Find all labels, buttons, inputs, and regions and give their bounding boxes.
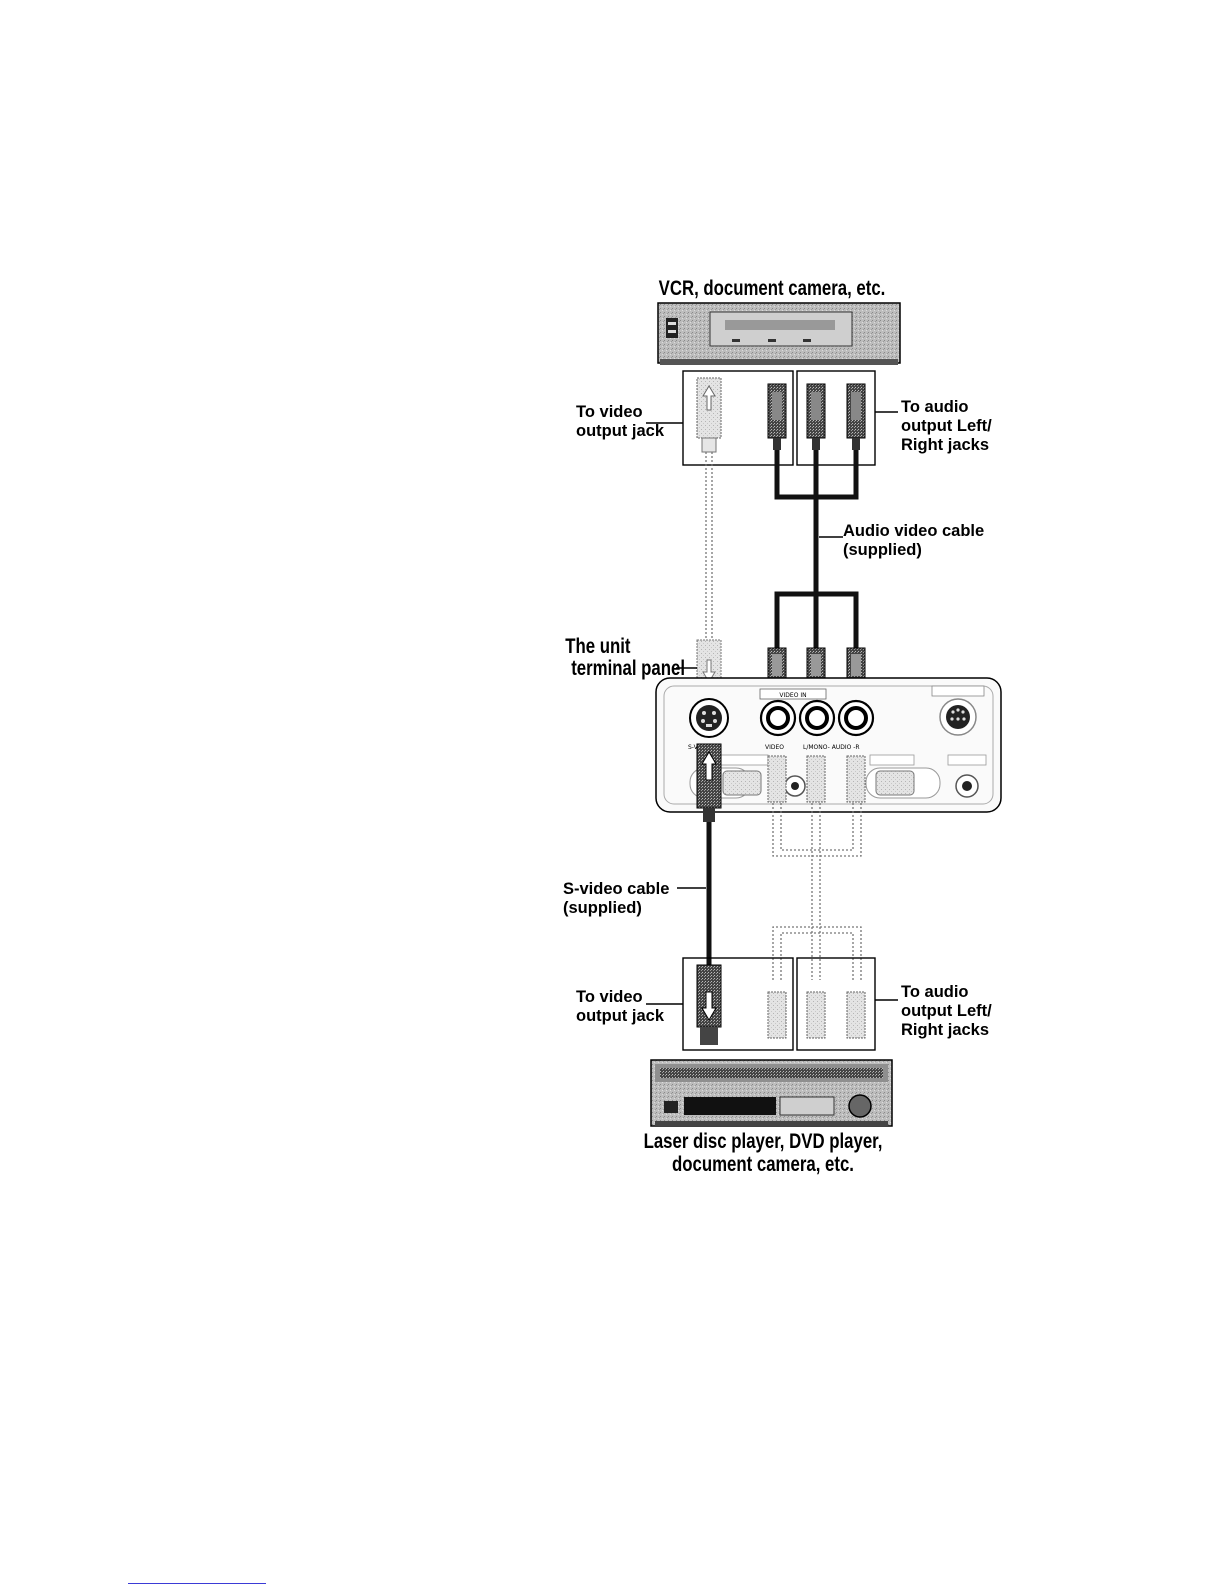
panel-video-text: VIDEO — [765, 744, 784, 751]
top-svideo-cable — [705, 452, 713, 640]
vcr-device — [657, 302, 901, 365]
vcr-device-label: VCR, document camera, etc. — [659, 277, 886, 300]
top-rca-plugs — [767, 383, 866, 450]
av-cable-label: Audio video cable (supplied) — [843, 522, 989, 559]
bottom-audio-jack-box — [796, 957, 876, 1051]
bottom-device-label-line1: Laser disc player, DVD player, — [644, 1130, 883, 1153]
bottom-audio-label: To audio output Left/ Right jacks — [901, 983, 996, 1039]
bottom-audio-cable — [772, 803, 862, 980]
panel-rca-plugs-bottom — [767, 755, 866, 803]
terminal-panel-label-line2: terminal panel — [571, 657, 685, 680]
footer-rule — [128, 1583, 266, 1584]
terminal-panel: VIDEO IN S-VIDEO VIDEO L/MONO- AUDIO -R — [655, 677, 1002, 813]
laser-disc-player-device — [650, 1059, 893, 1127]
bottom-device-label-line2: document camera, etc. — [672, 1153, 854, 1176]
audio-video-cable — [774, 450, 859, 651]
svideo-cable-label: S-video cable (supplied) — [563, 880, 674, 917]
terminal-panel-label: The unit — [565, 635, 631, 658]
panel-audio-text: L/MONO- AUDIO -R — [803, 744, 860, 751]
top-video-jack-box — [682, 370, 794, 466]
top-audio-jack-box — [796, 370, 876, 466]
top-video-label: To video output jack — [576, 403, 665, 440]
bottom-video-label: To video output jack — [576, 988, 665, 1025]
svideo-cable — [696, 743, 722, 1045]
top-svideo-plug — [696, 377, 722, 453]
top-audio-label: To audio output Left/ Right jacks — [901, 398, 996, 454]
bottom-rca-plugs — [767, 991, 866, 1039]
panel-video-in-text: VIDEO IN — [779, 692, 806, 699]
